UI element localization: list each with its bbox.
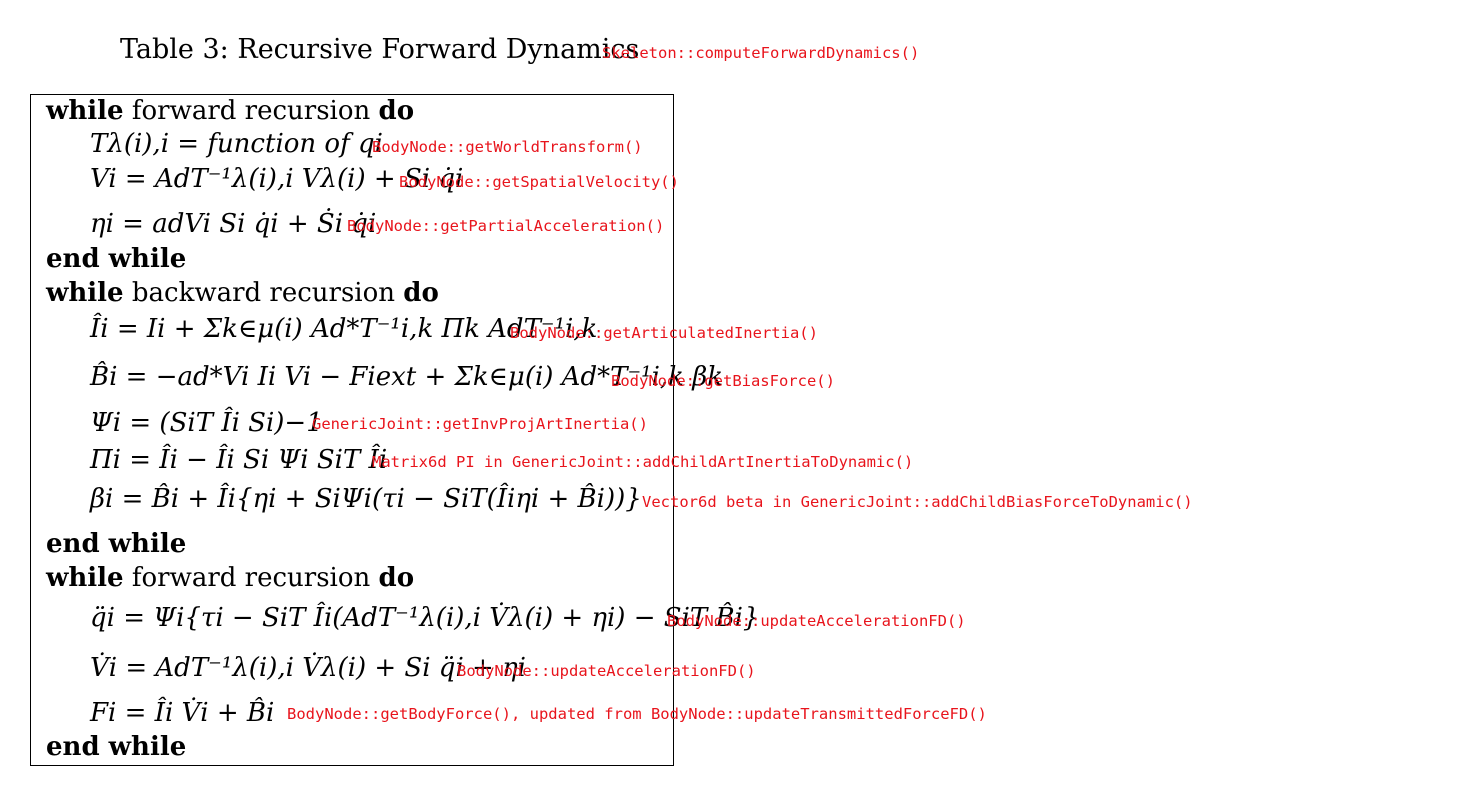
forward-recursion-2-start: while forward recursion do	[46, 563, 415, 593]
algorithm-box	[30, 94, 674, 766]
code-ref-partial-acceleration: BodyNode::getPartialAcceleration()	[347, 217, 665, 235]
caption-code-ref: Skeleton::computeForwardDynamics()	[602, 44, 920, 62]
caption-label: Table 3:	[120, 34, 229, 65]
code-ref-body-force: BodyNode::getBodyForce(), updated from B…	[287, 705, 987, 723]
code-ref-joint-acceleration: BodyNode::updateAccelerationFD()	[667, 612, 966, 630]
equation-partial-acceleration: ηi = adVi Si q̇i + Ṡi q̇i	[90, 209, 377, 239]
equation-velocity: Vi = AdT⁻¹λ(i),i Vλ(i) + Si q̇i	[90, 164, 464, 194]
code-ref-transform: BodyNode::getWorldTransform()	[372, 138, 643, 156]
forward-recursion-2-end: end while	[46, 732, 187, 762]
equation-beta: βi = B̂i + Îi{ηi + SiΨi(τi − SiT(Îiηi + …	[90, 484, 642, 514]
code-ref-body-acceleration: BodyNode::updateAccelerationFD()	[457, 662, 756, 680]
code-ref-velocity: BodyNode::getSpatialVelocity()	[399, 173, 679, 191]
equation-joint-acceleration: q̈i = Ψi{τi − SiT Îi(AdT⁻¹λ(i),i V̇λ(i) …	[90, 603, 760, 633]
backward-recursion-start: while backward recursion do	[46, 278, 439, 308]
table-caption: Table 3: Recursive Forward Dynamics	[120, 34, 639, 65]
forward-recursion-1-start: while forward recursion do	[46, 96, 415, 126]
equation-body-force: Fi = Îi V̇i + B̂i	[90, 698, 275, 728]
equation-inv-proj-inertia: Ψi = (SiT Îi Si)−1	[90, 408, 323, 438]
code-ref-bias-force: BodyNode::getBiasForce()	[611, 372, 835, 390]
code-ref-articulated-inertia: BodyNode::getArticulatedInertia()	[510, 324, 818, 342]
code-ref-pi: Matrix6d PI in GenericJoint::addChildArt…	[372, 453, 914, 471]
equation-articulated-inertia: Îi = Ii + Σk∈μ(i) Ad*T⁻¹i,k Πk AdT⁻¹i,k	[90, 314, 598, 344]
caption-title: Recursive Forward Dynamics	[237, 34, 640, 65]
equation-bias-force: B̂i = −ad*Vi Ii Vi − Fiext + Σk∈μ(i) Ad*…	[90, 362, 723, 392]
equation-pi: Πi = Îi − Îi Si Ψi SiT Îi	[90, 445, 388, 475]
equation-body-acceleration: V̇i = AdT⁻¹λ(i),i V̇λ(i) + Si q̈i + ηi	[90, 653, 526, 683]
forward-recursion-1-end: end while	[46, 244, 187, 274]
code-ref-inv-proj-inertia: GenericJoint::getInvProjArtInertia()	[312, 415, 648, 433]
code-ref-beta: Vector6d beta in GenericJoint::addChildB…	[642, 493, 1193, 511]
equation-transform: Tλ(i),i = function of qi	[90, 129, 383, 159]
backward-recursion-end: end while	[46, 529, 187, 559]
